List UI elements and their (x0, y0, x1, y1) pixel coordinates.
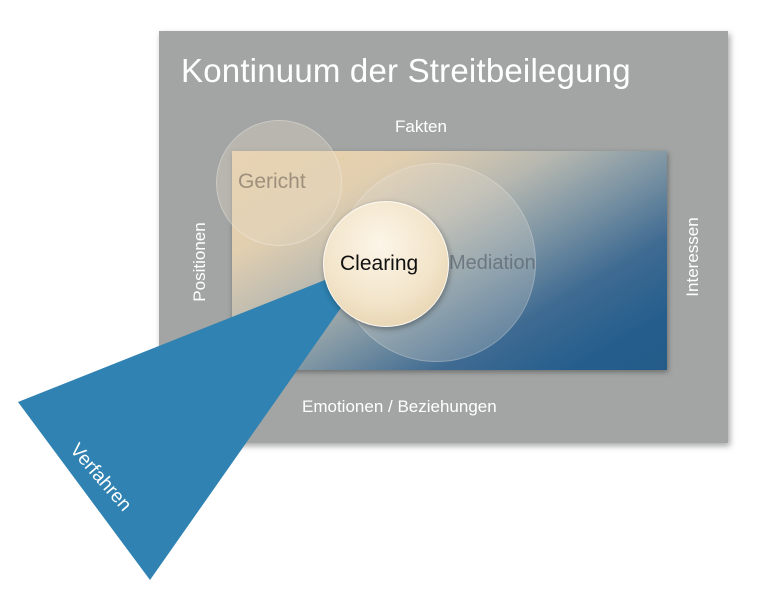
clearing-label: Clearing (340, 252, 419, 275)
clearing-circle (323, 201, 449, 327)
axis-label-bottom: Emotionen / Beziehungen (302, 397, 497, 416)
gericht-circle (216, 120, 342, 246)
diagram-title: Kontinuum der Streitbeilegung (181, 52, 631, 89)
axis-label-top: Fakten (395, 117, 447, 136)
mediation-label: Mediation (449, 252, 536, 274)
verfahren-wedge-shape (18, 280, 352, 580)
gericht-label: Gericht (238, 170, 306, 193)
